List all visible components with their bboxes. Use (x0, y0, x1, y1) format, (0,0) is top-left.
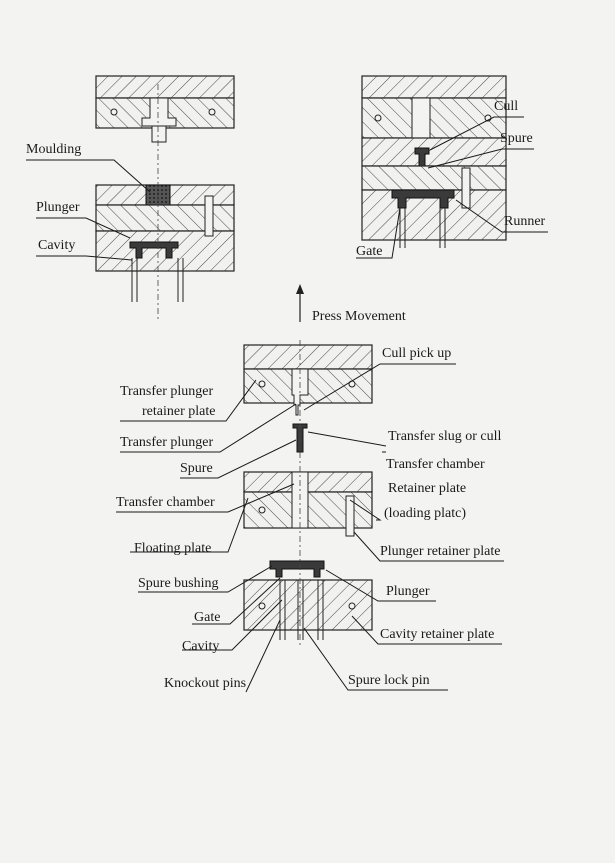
label-floating-plate: Floating plate (134, 541, 211, 556)
label-transfer-plunger-retainer-line1: Transfer plunger (120, 384, 214, 399)
bottom-assembly (243, 340, 373, 648)
label-spure: Spure (180, 461, 213, 476)
b-guide-pin (345, 495, 355, 537)
tr-runner (391, 189, 455, 209)
tl-bolt (208, 108, 216, 116)
leader-lines (26, 116, 548, 693)
b-bolt (258, 602, 266, 610)
label-plunger: Plunger (36, 200, 80, 215)
label-moulding: Moulding (26, 142, 81, 157)
tr-guide-pin (461, 167, 471, 209)
label-transfer-chamber-retainer-line2: Retainer plate (388, 481, 466, 496)
label-gate: Gate (356, 244, 382, 259)
label-transfer-chamber-retainer-line3: (loading platc) (384, 506, 466, 521)
label-transfer-plunger: Transfer plunger (120, 435, 214, 450)
label-transfer-plunger-retainer-line2: retainer plate (142, 404, 215, 419)
label-press-movement: Press Movement (312, 309, 406, 324)
tl-plunger-tip (151, 125, 167, 143)
b-knockout-pins (279, 580, 324, 640)
tl-cavity (129, 241, 179, 259)
b-bolt (258, 506, 266, 514)
tr-floating-plate (361, 165, 507, 191)
label-transfer-chamber-retainer-line1: Transfer chamber (386, 457, 485, 472)
tr-knockout-pins (399, 208, 446, 248)
label-cavity-retainer-plate: Cavity retainer plate (380, 627, 494, 642)
label-transfer-chamber: Transfer chamber (116, 495, 215, 510)
b-plunger (269, 560, 325, 578)
tl-top-plate (95, 75, 235, 99)
press-movement-arrow (296, 284, 304, 322)
tl-plunger-head (141, 97, 177, 127)
tr-chamber-plate (361, 137, 507, 167)
tl-knockout-pins (131, 258, 184, 302)
tl-guide-pin (204, 195, 214, 237)
b-bolt (258, 380, 266, 388)
label-cavity: Cavity (182, 639, 219, 654)
tl-cavity-plate (95, 230, 235, 272)
b-bolt (348, 602, 356, 610)
tr-plunger-retainer-plate (361, 97, 507, 139)
b-top-plate (243, 344, 373, 370)
label-runner: Runner (504, 214, 546, 229)
tl-bolt (110, 108, 118, 116)
label-plunger: Plunger (386, 584, 430, 599)
tr-bolt (374, 114, 382, 122)
label-spure: Spure (500, 131, 533, 146)
labels: Moulding Plunger Cavity Cull Spure Runne… (26, 99, 546, 691)
label-plunger-retainer-plate: Plunger retainer plate (380, 544, 501, 559)
top-left-assembly (95, 75, 235, 320)
label-knockout-pins: Knockout pins (164, 676, 246, 691)
top-right-assembly (361, 75, 507, 248)
label-cavity: Cavity (38, 238, 75, 253)
label-cull: Cull (494, 99, 518, 114)
tr-top-plate (361, 75, 507, 99)
label-spure-bushing: Spure bushing (138, 576, 219, 591)
label-transfer-slug-or-cull: Transfer slug or cull (388, 429, 502, 444)
label-cull-pick-up: Cull pick up (382, 346, 451, 361)
tr-plunger (411, 97, 431, 139)
label-spure-lock-pin: Spure lock pin (348, 673, 430, 688)
label-gate: Gate (194, 610, 220, 625)
